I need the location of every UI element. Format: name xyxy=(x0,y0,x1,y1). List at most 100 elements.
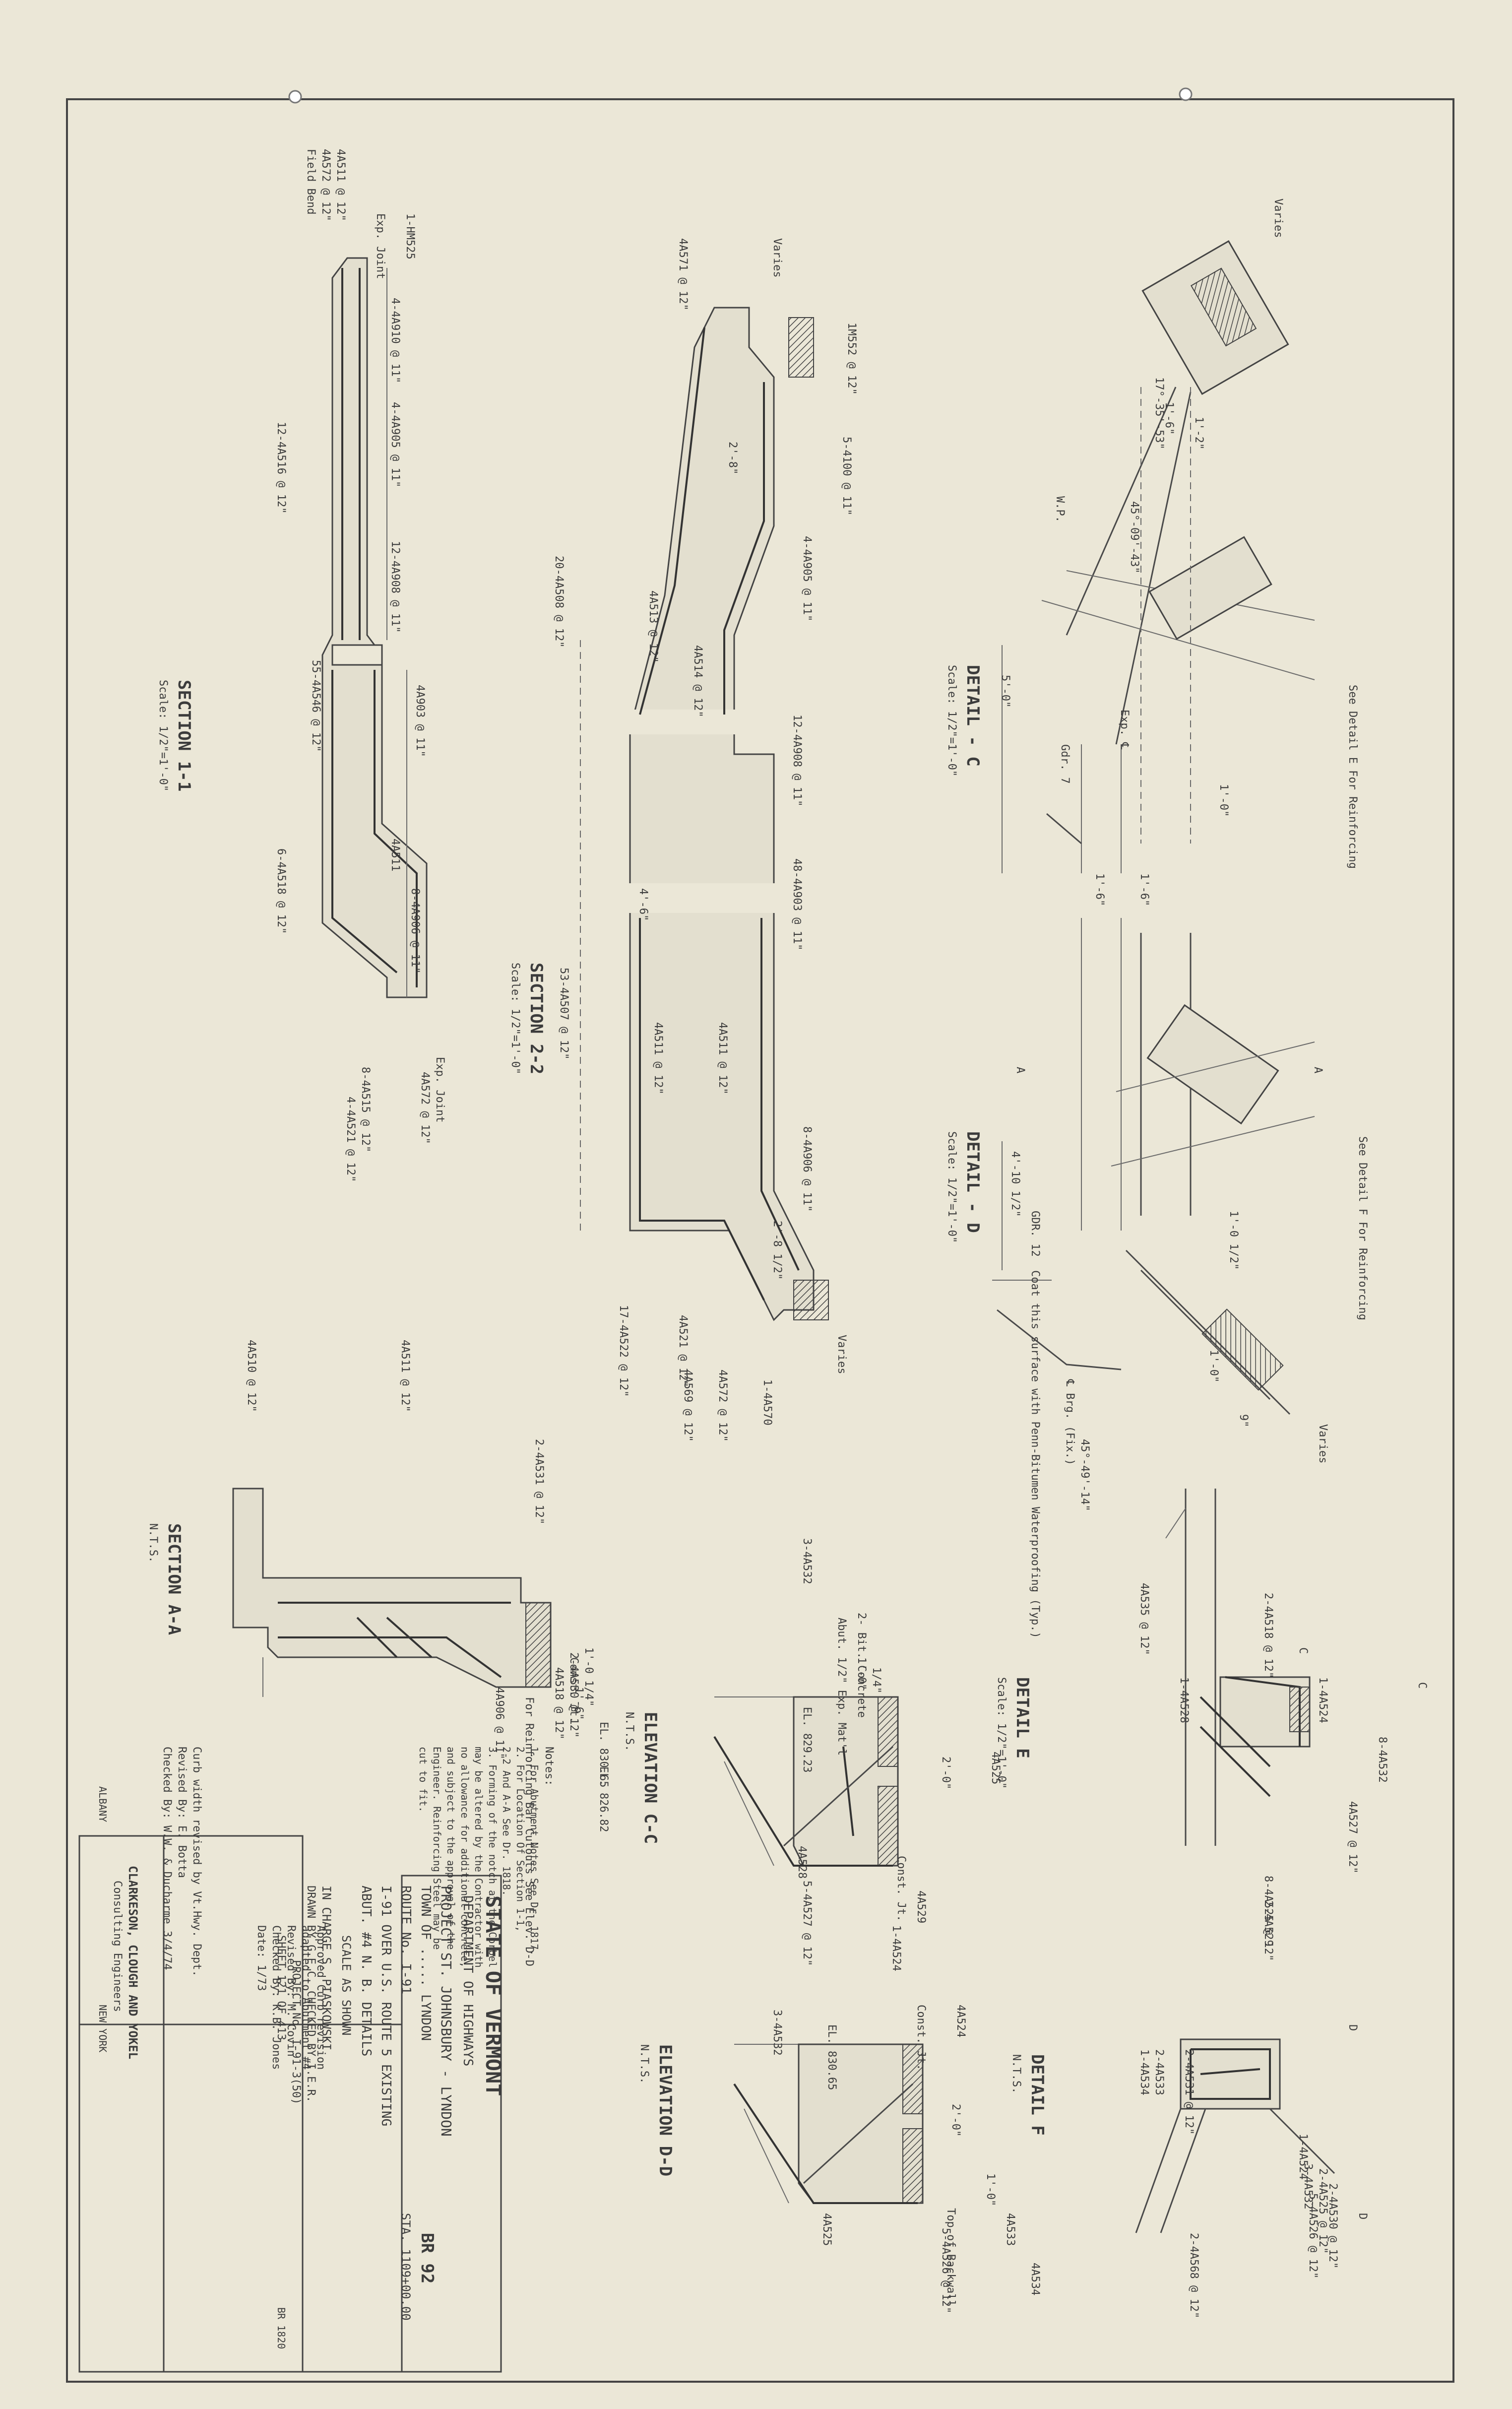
callout-s22: 5-4100 @ 11" xyxy=(840,437,853,516)
title-scale: SCALE AS SHOWN xyxy=(339,1935,353,2035)
view-title: DETAIL F xyxy=(1027,2054,1047,2136)
view-title: SECTION 1-1 xyxy=(174,680,194,791)
callout-s11: 4A511 xyxy=(389,839,401,871)
callout-ecc: 2- Bit. Concrete xyxy=(855,1613,868,1718)
notes-heading: Notes: xyxy=(543,1747,555,1786)
callout-de: 1-4A524 xyxy=(1317,1677,1329,1723)
note-line: and subject to the approval of the xyxy=(445,1747,457,1950)
view-title: DETAIL - D xyxy=(963,1131,983,1233)
callout-dc: 1'-6" xyxy=(1163,402,1175,435)
view-scale: Scale: 1/2"=1'-0" xyxy=(995,1677,1008,1789)
view-title: DETAIL - C xyxy=(963,665,983,767)
title-block xyxy=(78,1835,502,2373)
callout-dd: GDR. 12 xyxy=(1029,1211,1041,1257)
callout-s11: 12-4A908 @ 11" xyxy=(389,541,401,633)
detail-c-drawing xyxy=(1002,240,1315,873)
callout-saa: For Reinforcing Bar Cutouts See Elev. D-… xyxy=(523,1697,535,1966)
title-in-charge: IN CHARGE S. PIASKOWSKI xyxy=(319,1886,333,2050)
callout-saa: 1'-0 1/4" xyxy=(582,1647,595,1706)
callout-df: 5-4A526 @ 12" xyxy=(1307,2193,1319,2279)
callout-edd: 2'-0" xyxy=(949,2104,962,2137)
revision-line: Checked By: W.W. & Ducharme 3/4/74 xyxy=(161,1747,173,1970)
section-2-2 xyxy=(580,307,829,1321)
callout-dc: 1'-2" xyxy=(1193,417,1205,450)
elevation-d-d-drawing xyxy=(733,2043,924,2204)
callout-de: 2-4A529 xyxy=(1262,1900,1274,1947)
callout-de: 1-4A528 xyxy=(1178,1677,1190,1723)
curb-seat xyxy=(525,1602,551,1688)
view-scale: N.T.S. xyxy=(147,1523,159,1563)
callout-saa: 2-4A531 @ 12" xyxy=(533,1439,545,1524)
approval-line: Revised By: M. Covin xyxy=(285,1925,297,2057)
callout-ecc: Const. Jt. xyxy=(895,1856,907,1921)
view-scale: Scale: 1/2"=1'-0" xyxy=(945,665,958,777)
punch-hole xyxy=(288,90,302,104)
consultant-city: ALBANY xyxy=(97,1786,109,1822)
callout-s11: 4A572 @ 12" xyxy=(419,1072,431,1144)
note-line: cut to fit. xyxy=(417,1747,429,1812)
callout-edd: Top of Backwall xyxy=(945,2208,957,2307)
callout-dd: A xyxy=(1014,1067,1026,1073)
callout-df: 2-4A525 @ 12" xyxy=(1317,2168,1329,2254)
callout-de: 4A535 @ 12" xyxy=(1138,1583,1150,1655)
callout-s11: 4-4A910 @ 11" xyxy=(389,298,401,383)
detail-e-drawing xyxy=(1165,1489,1311,1846)
view-title: ELEVATION C-C xyxy=(640,1712,660,1844)
title-sta: STA. 1109+00.00 xyxy=(399,2213,413,2321)
callout-dc: See Detail E For Reinforcing xyxy=(1346,685,1359,869)
callout-de: 2-4A518 @ 12" xyxy=(1262,1593,1274,1678)
view-scale: N.T.S. xyxy=(623,1712,635,1751)
callout-ecc: 1-4A524 xyxy=(890,1925,902,1971)
callout-saa: 4A510 @ 12" xyxy=(245,1340,257,1412)
callout-s11: Field Bend xyxy=(305,149,317,214)
callout-s11: Exp. Joint xyxy=(434,1057,446,1122)
punch-hole xyxy=(1179,87,1193,101)
callout-s11: 55-4A546 @ 12" xyxy=(310,660,322,752)
callout-dd: 1'-0 1/2" xyxy=(1227,1211,1240,1270)
view-scale: N.T.S. xyxy=(638,2044,650,2083)
callout-saa: 1'-6" xyxy=(572,1687,585,1720)
break-gap xyxy=(610,710,799,734)
callout-s22: 2'-8" xyxy=(726,442,739,474)
view-title: SECTION 2-2 xyxy=(526,963,546,1074)
detail-f-drawing xyxy=(1135,2038,1335,2233)
note-line: no allowance for additional concrete, xyxy=(459,1747,471,1968)
callout-edd: 3-4A532 xyxy=(771,2010,783,2056)
callout-s11: 6-4A518 @ 12" xyxy=(275,848,287,934)
callout-dc: Gdr. 7 xyxy=(1059,744,1071,783)
callout-s22: 17-4A522 @ 12" xyxy=(617,1305,630,1397)
callout-s22: 4A572 @ 12" xyxy=(716,1369,729,1442)
callout-s11: 4A903 @ 11" xyxy=(414,685,426,757)
view-title: DETAIL E xyxy=(1012,1677,1032,1758)
callout-s22: 4A513 @ 12" xyxy=(647,590,659,663)
title-department: DEPARTMENT OF HIGHWAYS xyxy=(460,1895,475,2066)
callout-s11: Exp. Joint xyxy=(374,213,386,279)
callout-s22: 2'-8 1/2" xyxy=(771,1221,783,1280)
exp-joint xyxy=(331,644,383,666)
callout-dc: 5'-0" xyxy=(999,675,1011,708)
view-title: SECTION A-A xyxy=(164,1523,184,1635)
sheet-border xyxy=(66,98,1454,2383)
view-scale: Scale: 1/2"=1'-0" xyxy=(157,680,169,791)
callout-df: 3-4A532 xyxy=(1302,2163,1314,2210)
callout-s22: 48-4A903 @ 11" xyxy=(791,858,803,950)
note-line: 3. Forming of the notch at the Corbel xyxy=(487,1747,499,1968)
callout-df: 1-4A534 xyxy=(1138,2049,1150,2095)
callout-df: D xyxy=(1346,2024,1359,2031)
view-scale: Scale: 1/2"=1'-0" xyxy=(945,1131,958,1243)
title-sheet: SHEET 121 OF 413 xyxy=(275,1935,287,2040)
callout-s22: 1M552 @ 12" xyxy=(845,323,858,395)
revision-line: Revised By: E. Botta xyxy=(176,1747,188,1878)
callout-dc: 1'-6" xyxy=(1138,873,1150,906)
callout-dc: Exp. ℄ xyxy=(1118,710,1131,750)
callout-edd: 4A533 xyxy=(1004,2213,1016,2246)
title-sheet-subject: ABUT. #4 N. B. DETAILS xyxy=(359,1886,374,2056)
title-structure: I-91 OVER U.S. ROUTE 5 EXISTING xyxy=(378,1886,393,2126)
approval-line: adapted to Abutment #4 xyxy=(300,1925,312,2070)
elevation-c-c-drawing xyxy=(713,1696,899,1867)
callout-s22: 4A521 @ 12" xyxy=(677,1315,689,1387)
callout-s11: 4A511 @ 12" xyxy=(334,149,347,221)
callout-s22: Varies xyxy=(771,238,783,277)
callout-edd: EL. 830.65 xyxy=(825,2024,838,2090)
callout-s22: Varies xyxy=(835,1335,848,1374)
